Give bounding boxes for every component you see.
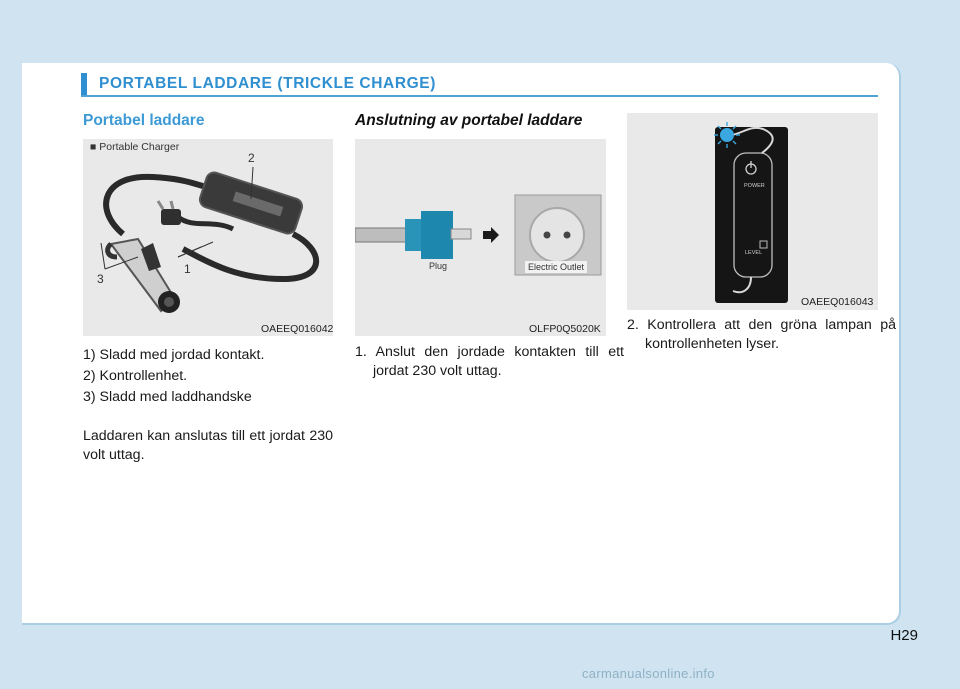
page-number: H29 [890,627,918,644]
callout-1: 1 [184,262,191,276]
plug-outlet-figure: Plug Electric Outlet [355,139,606,336]
list-item: 2) Kontrollenhet. [83,368,188,384]
plug-outlet-illustration [355,194,602,276]
left-heading: Portabel laddare [83,112,205,129]
callout-2: 2 [248,151,255,165]
section-marker [81,73,87,95]
figure-code-left: OAEEQ016042 [261,323,334,335]
figure-code-right: OAEEQ016043 [801,296,874,308]
portable-charger-illustration [100,166,320,313]
control-unit-illustration [714,122,788,303]
middle-heading: Anslutning av portabel laddare [355,112,583,129]
figure-caption-label: ■ Portable Charger [90,141,180,153]
step-1: 1. Anslut den jordade kontakten till ett… [355,344,624,379]
level-label: LEVEL [745,250,763,256]
portable-charger-figure: ■ Portable Charger 2 1 3 [83,139,333,336]
outlet-label: Electric Outlet [525,261,588,273]
plug-label: Plug [429,261,448,271]
watermark: carmanualsonline.info [582,666,715,681]
left-paragraph: Laddaren kan anslutas till ett jordat 23… [83,428,333,463]
step-2: 2. Kontrollera att den gröna lampan på k… [627,317,896,352]
list-item: 1) Sladd med jordad kontakt. [83,347,265,363]
component-list: 1) Sladd med jordad kontakt. 2) Kontroll… [83,346,333,407]
callout-3: 3 [97,272,104,286]
power-label: POWER [744,183,765,189]
figure-code-middle: OLFP0Q5020K [529,323,601,335]
section-header: PORTABEL LADDARE (TRICKLE CHARGE) [81,73,878,97]
list-item: 3) Sladd med laddhandske [83,389,252,405]
control-unit-figure: POWER LEVEL OAEEQ016043 [627,113,878,310]
section-title: PORTABEL LADDARE (TRICKLE CHARGE) [99,75,436,92]
